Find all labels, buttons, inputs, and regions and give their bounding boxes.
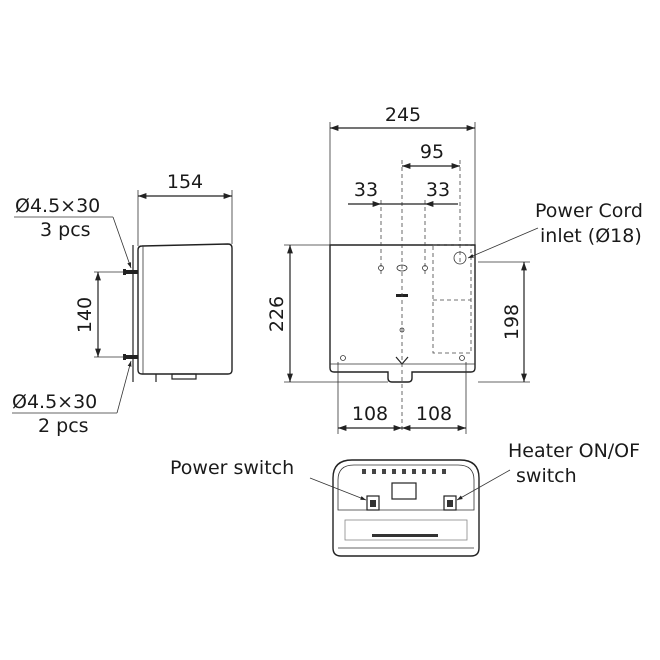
top-screw-qty: 3 pcs <box>40 219 91 241</box>
bottom-left-108-dim: 108 <box>352 403 388 425</box>
center-window <box>391 482 417 500</box>
power-switch-label: Power switch <box>170 457 294 479</box>
heater-label-line2: switch <box>516 465 577 487</box>
bottom-screw-qty: 2 pcs <box>38 415 89 437</box>
top-screw-spec: Ø4.5×30 <box>15 195 100 217</box>
hole-bottom-right <box>459 355 465 361</box>
offset-95-dim: 95 <box>420 141 444 163</box>
heater-switch-leader <box>456 469 511 501</box>
side-view: 154 140 Ø4.5×30 3 pcs Ø4.5×30 2 pcs <box>12 171 233 437</box>
bottom-outlet-slot <box>372 534 438 537</box>
bottom-right-108-dim: 108 <box>416 403 452 425</box>
front-view: 245 95 33 33 226 198 108 108 Power Cord … <box>266 104 643 434</box>
hole-bottom-left <box>340 355 346 361</box>
front-height-dim: 226 <box>266 296 288 332</box>
power-switch-icon <box>366 495 380 511</box>
heater-label-line1: Heater ON/OF <box>508 440 640 462</box>
power-cord-leader <box>467 227 539 259</box>
screw-top <box>123 269 138 275</box>
left-33-dim: 33 <box>354 179 378 201</box>
cord-channel <box>432 244 472 354</box>
bottom-screw-leader <box>116 360 132 414</box>
side-width-dim: 154 <box>167 171 203 193</box>
bottom-view: Power switch Heater ON/OF switch <box>170 440 640 557</box>
heater-switch-icon <box>443 495 457 511</box>
bottom-inner <box>337 464 475 511</box>
side-body <box>137 243 233 375</box>
screw-bottom <box>123 354 138 360</box>
power-switch-leader <box>309 477 367 501</box>
hole-height-dim: 198 <box>501 304 523 340</box>
bottom-body <box>332 459 480 557</box>
right-33-dim: 33 <box>426 179 450 201</box>
top-screw-leader <box>112 216 132 269</box>
front-body <box>329 244 476 383</box>
bottom-grille <box>344 519 468 541</box>
vent-teeth <box>362 469 446 474</box>
power-cord-label-line2: inlet (Ø18) <box>540 225 642 247</box>
power-cord-label-line1: Power Cord <box>535 200 643 222</box>
bottom-screw-spec: Ø4.5×30 <box>12 391 97 413</box>
front-width-dim: 245 <box>385 104 421 126</box>
hole-spacing-dim: 140 <box>74 297 96 333</box>
side-bottom-tab <box>171 373 197 380</box>
